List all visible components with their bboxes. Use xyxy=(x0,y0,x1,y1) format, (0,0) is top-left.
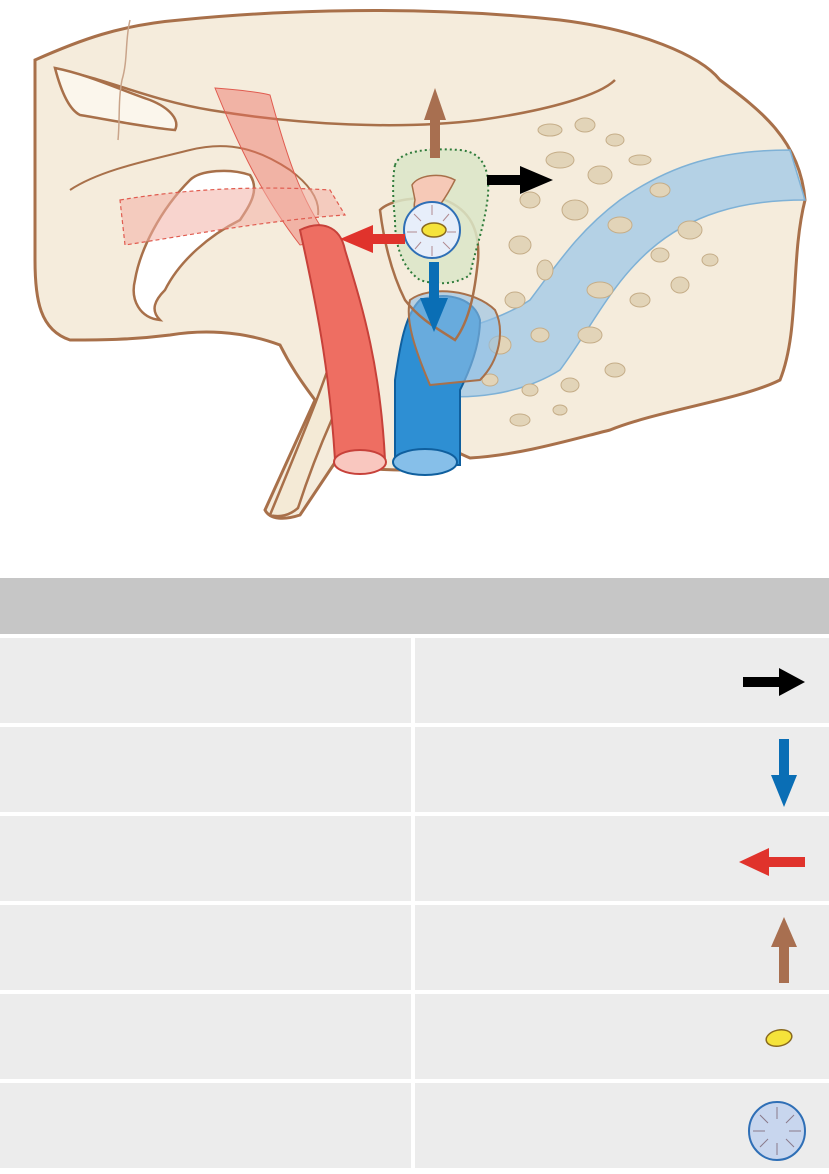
legend-symbol-cell xyxy=(415,994,829,1079)
legend-symbol-cell xyxy=(415,1083,829,1168)
yellow-oval-icon xyxy=(765,1028,793,1048)
legend-symbol-cell xyxy=(415,816,829,901)
legend-name-cell xyxy=(0,905,411,990)
arrow-right-black xyxy=(487,166,553,194)
legend-name-cell xyxy=(0,638,411,723)
legend-name-cell xyxy=(0,994,411,1079)
tympanic-membrane xyxy=(403,201,461,259)
legend-row xyxy=(0,905,829,990)
legend-name-cell xyxy=(0,1083,411,1168)
arrow-left-red-icon xyxy=(739,848,805,876)
legend-symbol-cell xyxy=(415,727,829,812)
legend-name-cell xyxy=(0,727,411,812)
arrow-down-blue-icon xyxy=(771,739,797,807)
legend-table xyxy=(0,578,829,1168)
arrow-down-blue xyxy=(420,262,448,332)
arrow-up-brown-icon xyxy=(771,917,797,983)
mastoid-air-cells xyxy=(481,117,719,427)
tensor-tympani-muscle xyxy=(119,187,347,246)
legend-row xyxy=(0,994,829,1079)
sigmoid-sinus xyxy=(419,149,807,398)
legend-row xyxy=(0,1083,829,1168)
arrow-left-red xyxy=(340,225,405,253)
suture-line xyxy=(117,19,131,141)
jugular-vein-lumen xyxy=(392,448,458,476)
arrow-right-black-icon xyxy=(743,668,805,696)
temporal-bone-illustration xyxy=(33,9,807,520)
carotid-artery xyxy=(298,224,387,461)
legend-name-cell xyxy=(0,816,411,901)
petrous-ridge xyxy=(59,68,616,127)
mastoid-inner-outline xyxy=(69,145,320,216)
legend-row xyxy=(0,638,829,723)
legend-row xyxy=(0,816,829,901)
zygomatic-process xyxy=(53,66,178,132)
tympanic-membrane-icon xyxy=(748,1101,806,1161)
carotid-artery-lumen xyxy=(333,449,387,475)
legend-header xyxy=(0,578,829,634)
arrow-up-brown xyxy=(424,88,446,158)
legend-symbol-cell xyxy=(415,638,829,723)
legend-row xyxy=(0,727,829,812)
legend-symbol-cell xyxy=(415,905,829,990)
